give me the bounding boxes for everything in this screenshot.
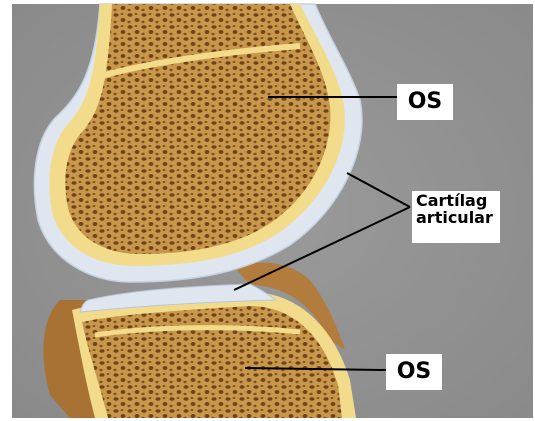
- label-os-top: OS: [397, 84, 453, 120]
- label-cartilage: Cartílag articular: [412, 191, 500, 243]
- label-os-bottom: OS: [386, 354, 442, 390]
- label-cartilage-line2: articular: [416, 210, 496, 227]
